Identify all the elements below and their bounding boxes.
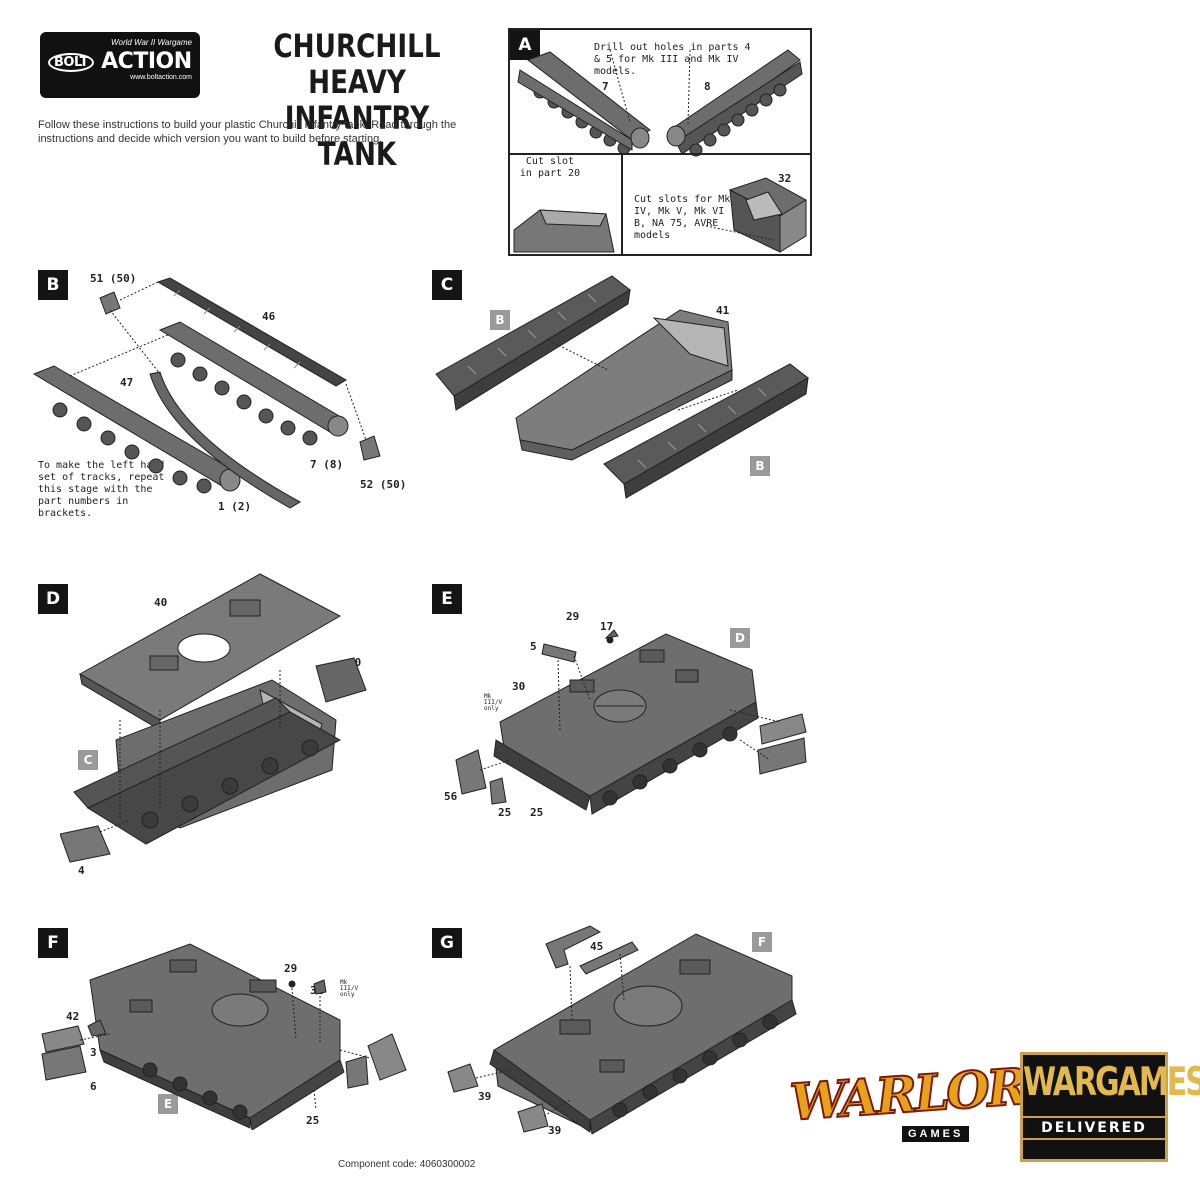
step-d-part-4: 4 <box>78 864 85 877</box>
step-g-badge: G <box>432 928 462 958</box>
step-f-part-29: 29 <box>284 962 298 975</box>
step-e-badge: E <box>432 584 462 614</box>
step-g-part-39a: 39 <box>478 1090 492 1103</box>
step-g-part-39b: 39 <box>548 1124 562 1137</box>
step-e-part-25b: 25 <box>530 806 544 819</box>
logo-tagline: World War II Wargame <box>110 38 192 47</box>
step-a-drill-note: Drill out holes in parts 4 & 5 for Mk II… <box>594 42 751 77</box>
step-f-mk-note: Mk III/V only <box>340 979 359 998</box>
warlord-games-logo: WARLORD GAMES <box>787 1053 1069 1170</box>
step-b-note: To make the left hand set of tracks, rep… <box>38 460 165 519</box>
step-c-badge: C <box>432 270 462 300</box>
step-g-illustration <box>447 925 797 1135</box>
step-a-part-7: 7 <box>602 80 609 93</box>
step-b-part-51: 51 (50) <box>90 272 137 285</box>
step-e-part-5: 5 <box>530 640 537 653</box>
title-line-2: INFANTRY TANK <box>284 99 430 173</box>
logo-action-word: ACTION <box>101 49 192 74</box>
step-b-part-7: 7 (8) <box>310 458 344 471</box>
step-a-badge: A <box>510 30 540 60</box>
step-f-ref-e: E <box>158 1094 178 1114</box>
step-b-part-47: 47 <box>120 376 134 389</box>
step-c-part-41: 41 <box>716 304 730 317</box>
step-f-badge: F <box>38 928 68 958</box>
step-d-illustration <box>60 573 367 863</box>
step-b-badge: B <box>38 270 68 300</box>
step-e-part-29: 29 <box>566 610 580 623</box>
logo-url: www.boltaction.com <box>130 74 192 81</box>
step-d-badge: D <box>38 584 68 614</box>
step-e-part-25a: 25 <box>498 806 512 819</box>
step-c-ref-b-1: B <box>490 310 510 330</box>
step-e-part-56: 56 <box>444 790 458 803</box>
bolt-action-logo: World War II Wargame BOLT ACTION www.bol… <box>40 32 200 98</box>
step-d-ref-c: C <box>78 750 98 770</box>
step-f-illustration <box>41 943 407 1130</box>
step-g-part-45: 45 <box>590 940 604 953</box>
step-g-ref-f: F <box>752 932 772 952</box>
step-f-part-6: 6 <box>90 1080 97 1093</box>
step-a-illustration <box>510 49 810 254</box>
page-title: CHURCHILL HEAVY INFANTRY TANK <box>246 28 467 172</box>
intro-text: Follow these instructions to build your … <box>38 119 457 145</box>
wargames-word: WARGAMES <box>1023 1059 1200 1106</box>
step-a-cut-slot-note: Cut slot in part 20 <box>519 156 581 179</box>
step-a-cut-slots-note: Cut slots for Mk IV, Mk V, Mk VI B, NA 7… <box>634 194 731 241</box>
wargames-delivered-logo: WARGAMES DELIVERED <box>1020 1052 1200 1162</box>
step-b-illustration <box>32 277 381 509</box>
step-b-part-46: 46 <box>262 310 276 323</box>
warlord-word: WARLORD <box>787 1053 1068 1133</box>
step-d-part-40a: 40 <box>154 596 168 609</box>
logo-wordmark: BOLT ACTION <box>48 49 192 74</box>
step-a-part-32: 32 <box>778 172 792 185</box>
games-word: GAMES <box>902 1126 970 1142</box>
step-a-part-8: 8 <box>704 80 711 93</box>
step-e-part-17: 17 <box>600 620 614 633</box>
step-e-illustration <box>455 629 807 815</box>
step-a-panel <box>508 28 812 256</box>
step-e-ref-d: D <box>730 628 750 648</box>
logo-bolt-circle: BOLT <box>48 52 94 72</box>
title-line-1: CHURCHILL HEAVY <box>273 27 441 101</box>
delivered-word: DELIVERED <box>1023 1116 1165 1140</box>
step-b-part-52: 52 (50) <box>360 478 407 491</box>
step-c-ref-b-2: B <box>750 456 770 476</box>
component-code: Component code: 4060300002 <box>338 1159 476 1170</box>
step-f-part-3: 3 <box>90 1046 97 1059</box>
step-f-part-25: 25 <box>306 1114 320 1127</box>
step-c-illustration <box>435 275 809 499</box>
step-f-part-42: 42 <box>66 1010 80 1023</box>
step-e-part-30: 30 <box>512 680 526 693</box>
step-e-mk-note: Mk III/V only <box>484 693 503 712</box>
step-b-part-1: 1 (2) <box>218 500 252 513</box>
